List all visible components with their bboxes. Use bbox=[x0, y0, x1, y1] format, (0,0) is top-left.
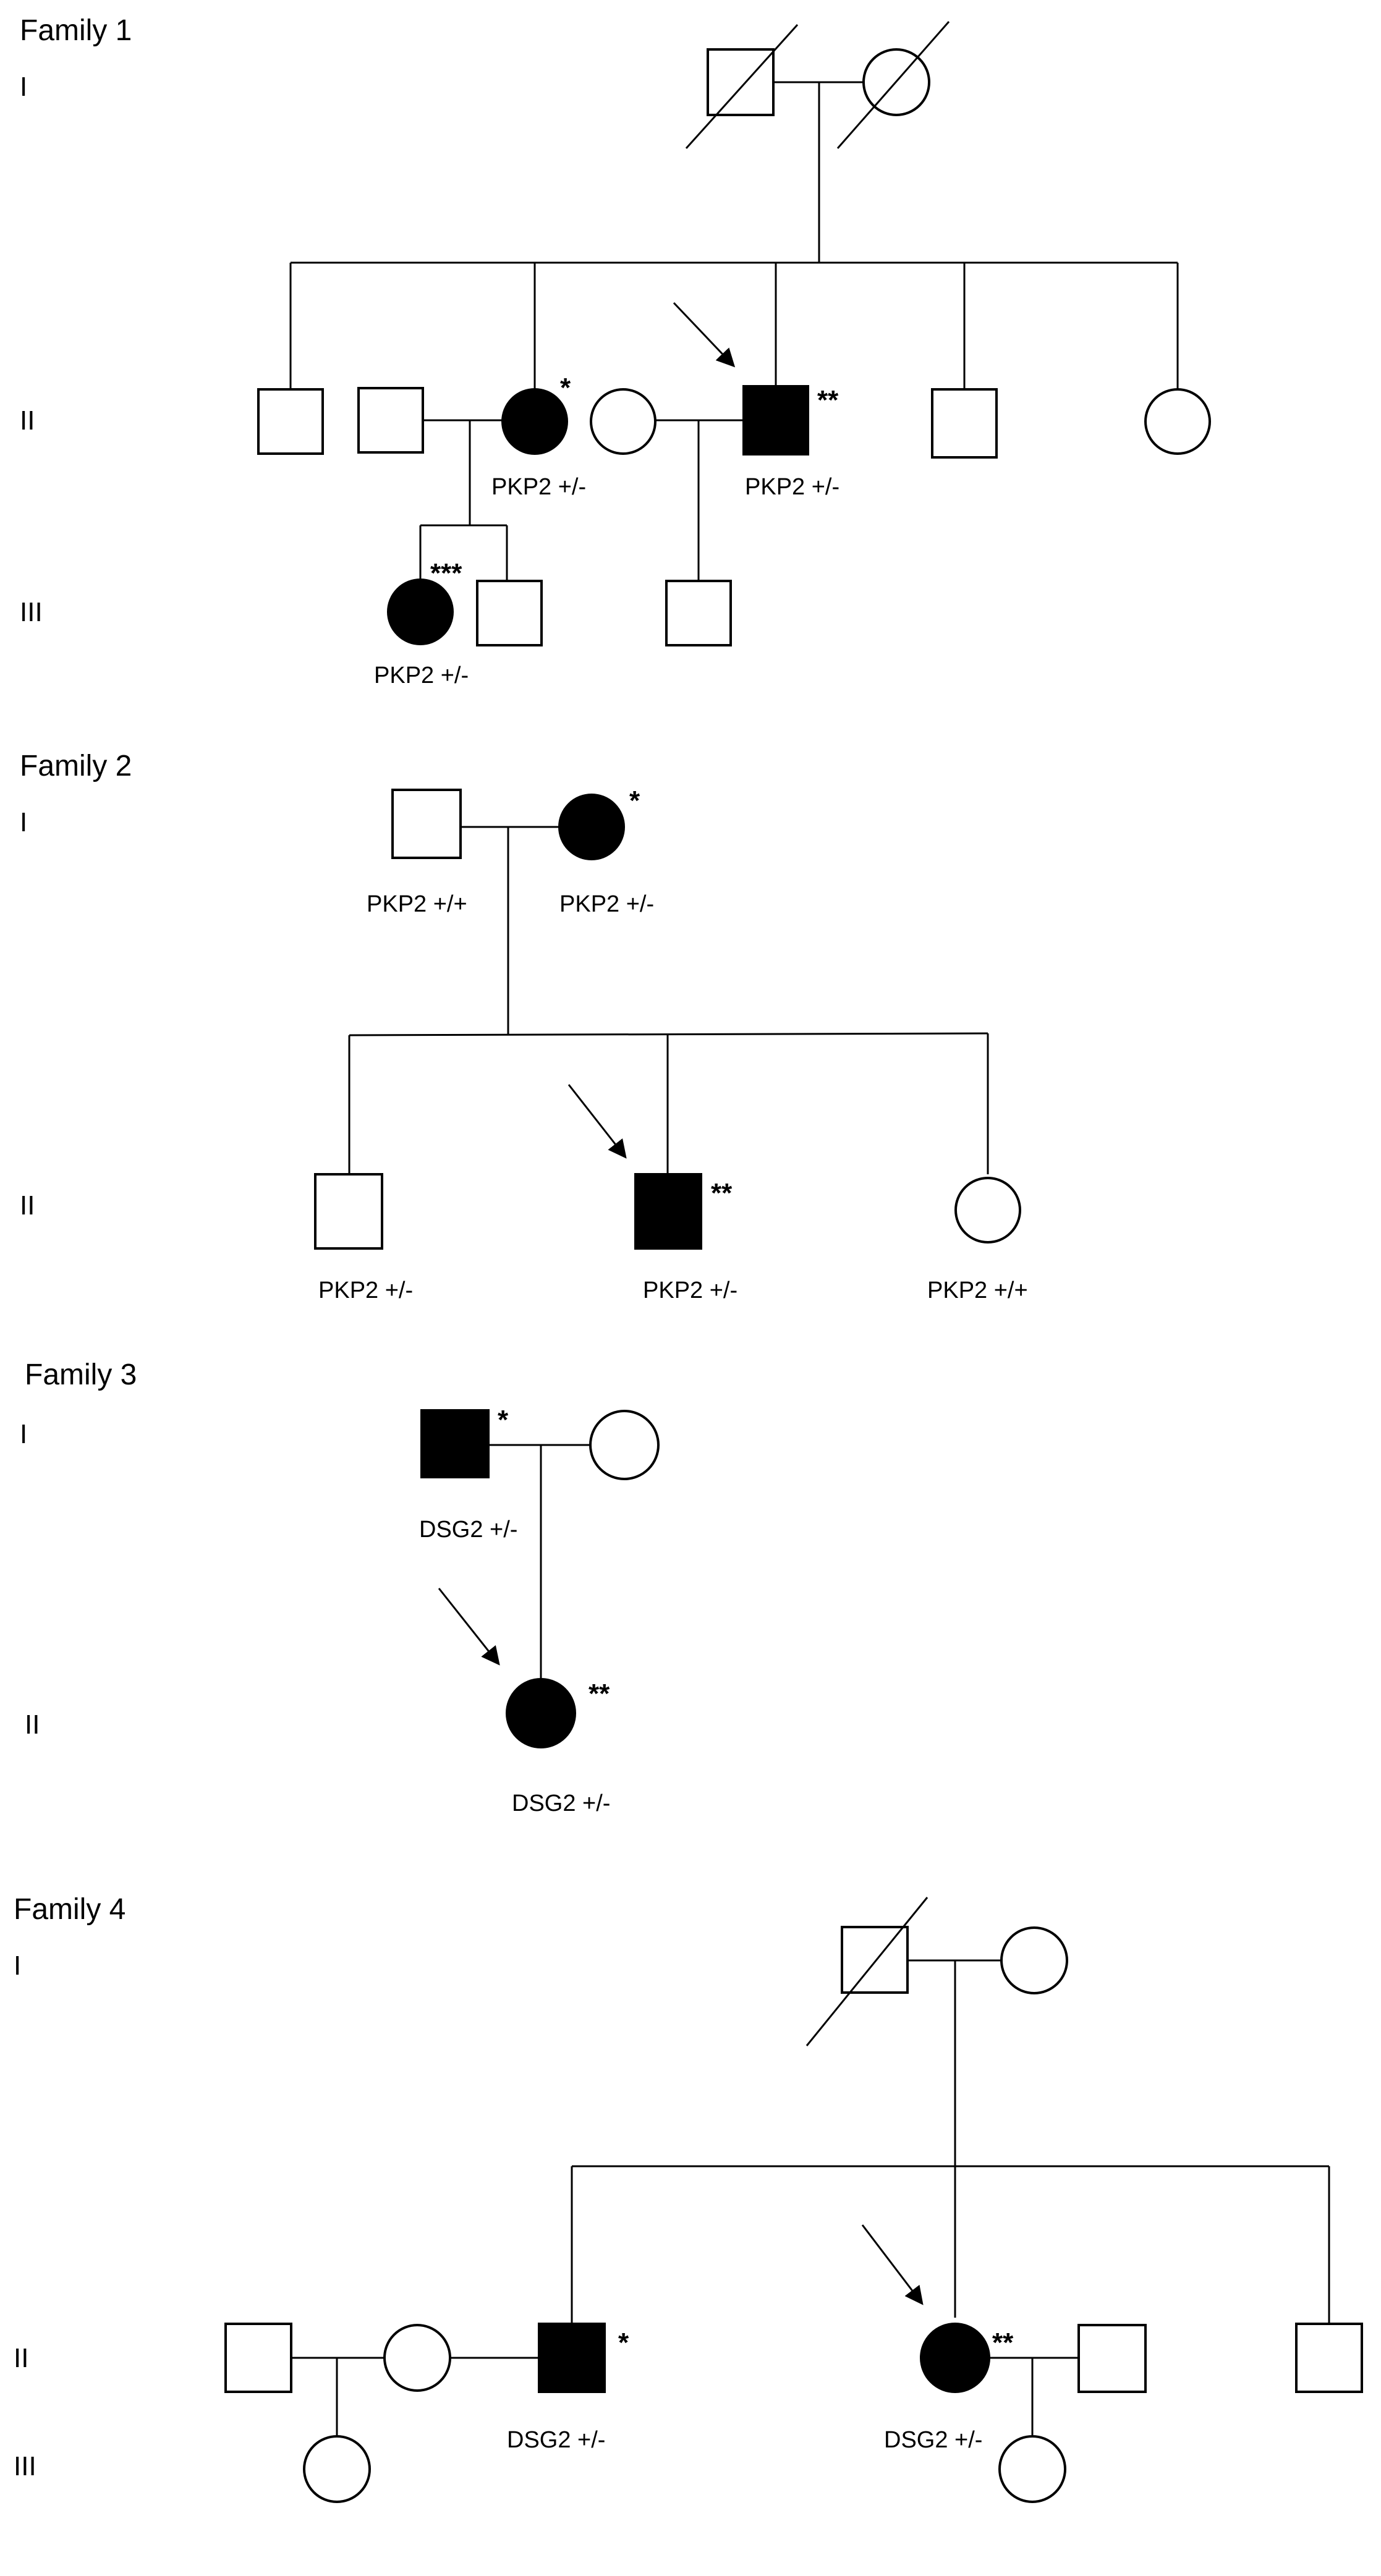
f2-ii-2-marker: ** bbox=[711, 1178, 733, 1208]
family-2-gen-i: I bbox=[20, 807, 27, 837]
f3-proband-arrow bbox=[438, 1588, 500, 1666]
f1-ii-5-male-proband bbox=[742, 385, 809, 455]
family-4-title: Family 4 bbox=[14, 1893, 125, 1926]
f2-ii-sibship-line bbox=[349, 1032, 988, 1036]
f1-ii-3-marker: * bbox=[560, 373, 571, 403]
family-3-gen-ii: II bbox=[25, 1710, 40, 1740]
f1-ii-3-genotype: PKP2 +/- bbox=[491, 474, 586, 500]
f4-ii-spouse-male bbox=[1077, 2324, 1147, 2393]
f4-ii-4-genotype: DSG2 +/- bbox=[507, 2427, 605, 2453]
f2-i-1-genotype: PKP2 +/+ bbox=[367, 891, 467, 917]
f4-ii-4-male-affected bbox=[538, 2323, 606, 2393]
f3-i-2-mother bbox=[589, 1410, 660, 1480]
family-1: Family 1 I II III * PKP2 +/- ** PKP2 +/- bbox=[20, 14, 1211, 688]
f2-ii-1-genotype: PKP2 +/- bbox=[318, 1277, 413, 1303]
f2-ii-1-male bbox=[314, 1173, 383, 1250]
f3-i-1-marker: * bbox=[498, 1405, 509, 1435]
family-1-title: Family 1 bbox=[20, 14, 132, 47]
f4-ii-5-genotype: DSG2 +/- bbox=[884, 2427, 982, 2453]
family-2: Family 2 I II PKP2 +/+ * PKP2 +/- PKP2 +… bbox=[20, 750, 1028, 1303]
f2-ii-3-female bbox=[954, 1177, 1021, 1244]
f1-iii-1-female-affected bbox=[387, 578, 454, 645]
f3-i-1-father-affected bbox=[420, 1409, 490, 1478]
f1-ii-5-genotype: PKP2 +/- bbox=[745, 474, 839, 500]
f1-ii-2-male-spouse bbox=[357, 387, 424, 454]
f4-ii-2-female-spouse bbox=[383, 2324, 451, 2392]
f4-i-1-father-deceased bbox=[841, 1926, 909, 1994]
f1-ii-6-male bbox=[931, 388, 998, 459]
f4-iii-1-female bbox=[303, 2435, 371, 2503]
f2-ii-2-male-proband bbox=[634, 1173, 702, 1250]
f4-iii-2-female bbox=[998, 2435, 1066, 2503]
f1-i-1-deceased-slash bbox=[685, 23, 799, 150]
family-4-gen-ii: II bbox=[14, 2343, 28, 2373]
f2-proband-arrow bbox=[567, 1084, 627, 1159]
f1-ii-5-marker: ** bbox=[817, 385, 839, 415]
f1-ii-7-female bbox=[1144, 388, 1211, 455]
family-3-title: Family 3 bbox=[25, 1358, 137, 1391]
f3-ii-1-genotype: DSG2 +/- bbox=[512, 1790, 610, 1816]
family-2-title: Family 2 bbox=[20, 750, 132, 782]
f2-ii-3-genotype: PKP2 +/+ bbox=[927, 1277, 1028, 1303]
f2-i-2-genotype: PKP2 +/- bbox=[559, 891, 654, 917]
family-4: Family 4 I II III * DSG2 +/- ** DSG2 +/- bbox=[14, 1893, 1363, 2503]
f1-iii-2-male bbox=[476, 580, 543, 646]
f2-i-2-mother-affected bbox=[558, 794, 625, 860]
f4-proband-arrow bbox=[861, 2224, 924, 2305]
f4-ii-6-male bbox=[1295, 2323, 1363, 2393]
f4-ii-4-marker: * bbox=[618, 2328, 629, 2358]
f4-ii-1-male bbox=[224, 2323, 292, 2393]
f2-i-2-marker: * bbox=[629, 786, 640, 816]
f1-proband-arrow bbox=[673, 302, 736, 368]
family-1-gen-iii: III bbox=[20, 597, 43, 627]
f2-i-1-father bbox=[391, 789, 462, 859]
f1-iii-1-marker: *** bbox=[430, 558, 462, 588]
f4-i-1-deceased-slash bbox=[805, 1897, 928, 2046]
f3-ii-1-female-proband bbox=[506, 1678, 576, 1748]
f2-ii-2-genotype: PKP2 +/- bbox=[643, 1277, 737, 1303]
f3-ii-1-marker: ** bbox=[589, 1679, 610, 1709]
family-2-gen-ii: II bbox=[20, 1190, 35, 1221]
f3-i-1-genotype: DSG2 +/- bbox=[419, 1517, 517, 1543]
f1-ii-3-female-affected bbox=[501, 388, 568, 455]
f1-i-2-deceased-slash bbox=[836, 21, 950, 149]
f4-ii-5-marker: ** bbox=[992, 2328, 1014, 2358]
family-1-gen-i: I bbox=[20, 72, 27, 102]
family-1-gen-ii: II bbox=[20, 405, 35, 436]
f1-iii-1-genotype: PKP2 +/- bbox=[374, 663, 469, 688]
family-3: Family 3 I II * DSG2 +/- ** DSG2 +/- bbox=[20, 1358, 660, 1816]
f1-iii-3-male bbox=[665, 580, 732, 646]
family-4-gen-i: I bbox=[14, 1951, 21, 1981]
f4-ii-5-female-proband bbox=[920, 2323, 990, 2393]
f1-ii-4-female-spouse bbox=[590, 388, 657, 455]
family-4-gen-iii: III bbox=[14, 2451, 36, 2481]
f1-ii-1-male bbox=[257, 388, 324, 455]
f1-i-1-father-deceased bbox=[707, 48, 775, 116]
f4-i-2-mother bbox=[1000, 1926, 1068, 1994]
family-3-gen-i: I bbox=[20, 1419, 27, 1449]
